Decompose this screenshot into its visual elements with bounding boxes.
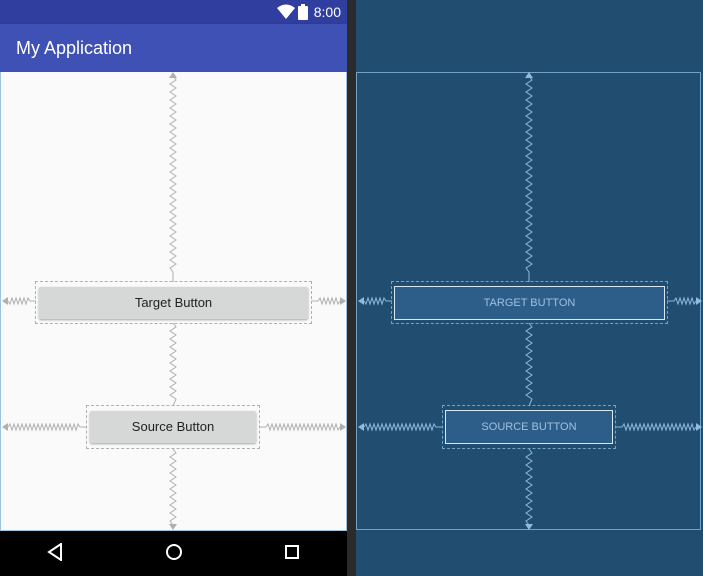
arrow-left-icon	[2, 297, 8, 305]
arrow-left-icon	[358, 297, 364, 305]
design-constraints	[2, 72, 346, 530]
app-bar: My Application	[0, 24, 347, 72]
bp-source-button[interactable]: SOURCE BUTTON	[445, 410, 613, 444]
blueprint-constraints	[358, 72, 702, 530]
constraint-bottom-source	[525, 448, 533, 526]
constraint-chain	[525, 322, 533, 407]
nav-bar	[0, 531, 347, 576]
target-button[interactable]: Target Button	[39, 287, 308, 319]
constraint-right-target	[311, 296, 341, 306]
blueprint-view: TARGET BUTTON SOURCE BUTTON	[356, 0, 703, 576]
arrow-bottom-icon	[169, 524, 177, 530]
arrow-top-icon	[169, 72, 177, 78]
design-view: 8:00 My Application Target Button Source…	[0, 0, 347, 576]
constraint-top-target	[525, 75, 533, 282]
battery-icon	[298, 4, 308, 20]
status-time: 8:00	[313, 4, 341, 20]
arrow-top-icon	[525, 72, 533, 78]
arrow-left-icon	[2, 423, 8, 431]
arrow-right-icon	[696, 423, 702, 431]
recents-icon[interactable]	[284, 543, 300, 561]
constraint-right-source	[260, 422, 341, 432]
home-icon[interactable]	[165, 543, 183, 561]
constraint-left-source	[363, 422, 443, 432]
bp-target-button[interactable]: TARGET BUTTON	[394, 286, 665, 320]
constraint-left-target	[7, 296, 36, 306]
target-button-bounds	[35, 281, 312, 324]
source-button-bounds	[86, 405, 260, 449]
arrow-right-icon	[340, 423, 346, 431]
arrow-bottom-icon	[525, 524, 533, 530]
wifi-icon	[277, 4, 295, 19]
constraint-chain	[169, 322, 177, 407]
arrow-right-icon	[696, 297, 702, 305]
constraint-right-source	[616, 422, 697, 432]
bp-source-button-bounds	[442, 405, 616, 449]
constraint-right-target	[667, 296, 697, 306]
constraint-left-target	[363, 296, 392, 306]
status-bar: 8:00	[0, 0, 347, 24]
constraint-left-source	[7, 422, 87, 432]
constraint-top-target	[169, 75, 177, 282]
bp-target-button-bounds	[391, 281, 668, 324]
app-title: My Application	[16, 38, 133, 58]
constraint-bottom-source	[169, 448, 177, 526]
back-icon[interactable]	[47, 543, 63, 561]
arrow-left-icon	[358, 423, 364, 431]
arrow-right-icon	[340, 297, 346, 305]
source-button[interactable]: Source Button	[90, 411, 256, 443]
